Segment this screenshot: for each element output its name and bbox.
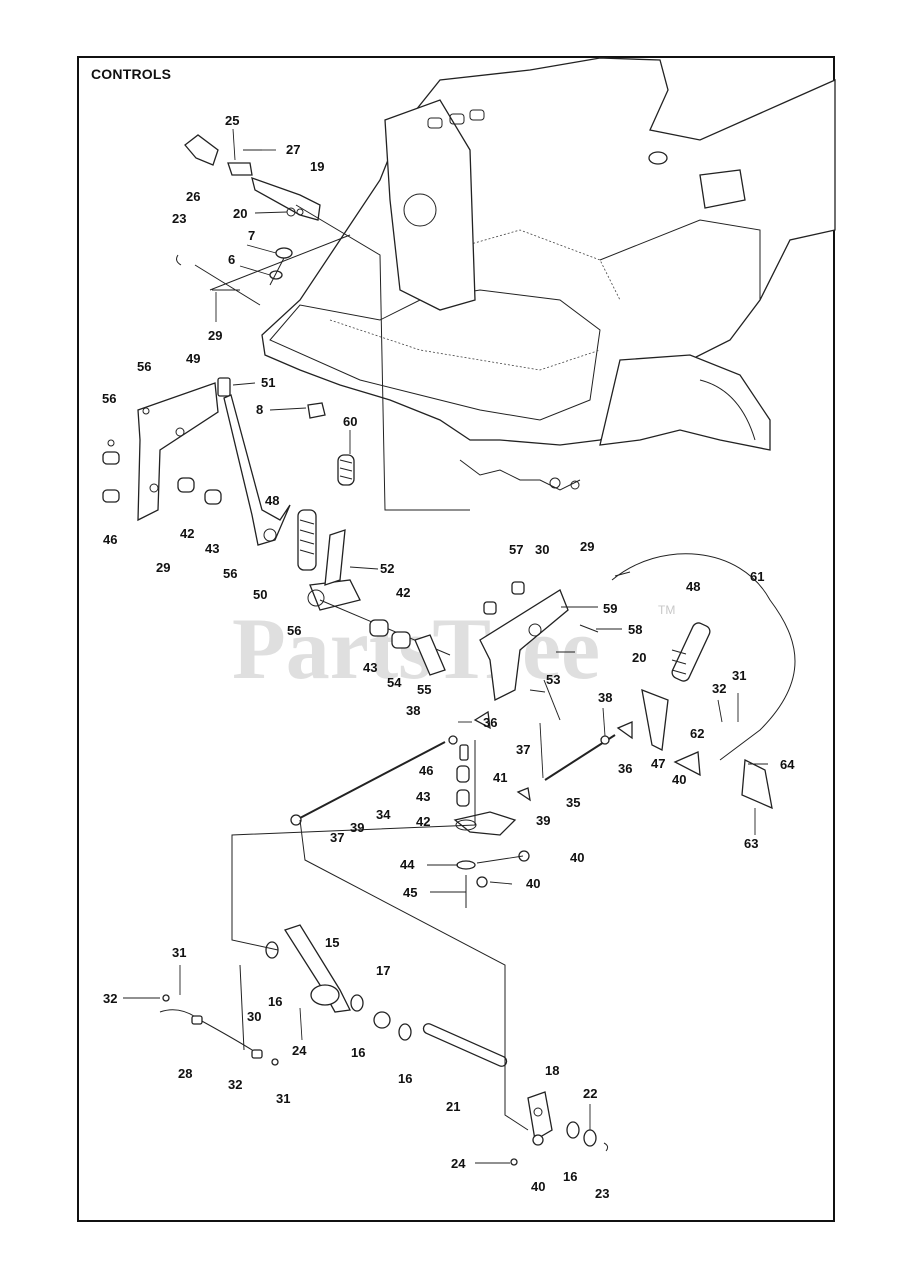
callout-39: 39 bbox=[536, 813, 550, 828]
callout-50: 50 bbox=[253, 587, 267, 602]
rods-and-bracket bbox=[290, 710, 633, 908]
callout-20: 20 bbox=[233, 206, 247, 221]
callout-49: 49 bbox=[186, 351, 200, 366]
callout-40: 40 bbox=[570, 850, 584, 865]
callout-59: 59 bbox=[603, 601, 617, 616]
callout-56: 56 bbox=[137, 359, 151, 374]
callout-35: 35 bbox=[566, 795, 580, 810]
callout-40: 40 bbox=[526, 876, 540, 891]
callout-42: 42 bbox=[180, 526, 194, 541]
callout-58: 58 bbox=[628, 622, 642, 637]
callout-36: 36 bbox=[483, 715, 497, 730]
guide-lines bbox=[231, 204, 529, 1131]
callout-25: 25 bbox=[225, 113, 239, 128]
cable-61 bbox=[611, 553, 796, 810]
callout-32: 32 bbox=[103, 991, 117, 1006]
callout-28: 28 bbox=[178, 1066, 192, 1081]
callout-24: 24 bbox=[451, 1156, 466, 1171]
callout-29: 29 bbox=[208, 328, 222, 343]
callout-21: 21 bbox=[446, 1099, 460, 1114]
mounting-plate-49 bbox=[102, 382, 222, 522]
callout-19: 19 bbox=[310, 159, 324, 174]
callout-23: 23 bbox=[595, 1186, 609, 1201]
callout-42: 42 bbox=[396, 585, 410, 600]
callout-56: 56 bbox=[287, 623, 301, 638]
callout-32: 32 bbox=[228, 1077, 242, 1092]
callout-43: 43 bbox=[416, 789, 430, 804]
diagram-title: CONTROLS bbox=[91, 66, 172, 82]
callout-23: 23 bbox=[172, 211, 186, 226]
tractor-chassis bbox=[261, 57, 836, 491]
callout-45: 45 bbox=[403, 885, 417, 900]
callout-54: 54 bbox=[387, 675, 402, 690]
callout-38: 38 bbox=[406, 703, 420, 718]
callout-52: 52 bbox=[380, 561, 394, 576]
callout-29: 29 bbox=[156, 560, 170, 575]
callout-17: 17 bbox=[376, 963, 390, 978]
callout-38: 38 bbox=[598, 690, 612, 705]
callout-labels: 25 27 26 19 20 23 7 6 29 8 51 49 56 56 6… bbox=[102, 113, 795, 1201]
callout-31: 31 bbox=[276, 1091, 290, 1106]
shaft-assembly bbox=[319, 581, 599, 721]
lever-assembly bbox=[217, 377, 361, 611]
callout-16: 16 bbox=[351, 1045, 365, 1060]
callout-8: 8 bbox=[256, 402, 263, 417]
callout-24: 24 bbox=[292, 1043, 307, 1058]
callout-30: 30 bbox=[247, 1009, 261, 1024]
callout-61: 61 bbox=[750, 569, 764, 584]
callout-63: 63 bbox=[744, 836, 758, 851]
callout-56: 56 bbox=[223, 566, 237, 581]
callout-30: 30 bbox=[535, 542, 549, 557]
callout-leaders bbox=[123, 128, 768, 1164]
callout-18: 18 bbox=[545, 1063, 559, 1078]
callout-60: 60 bbox=[343, 414, 357, 429]
watermark-trademark: TM bbox=[658, 603, 675, 617]
callout-7: 7 bbox=[248, 228, 255, 243]
lower-pedal-assembly bbox=[159, 924, 609, 1166]
callout-32: 32 bbox=[712, 681, 726, 696]
callout-46: 46 bbox=[419, 763, 433, 778]
callout-39: 39 bbox=[350, 820, 364, 835]
callout-16: 16 bbox=[268, 994, 282, 1009]
callout-62: 62 bbox=[690, 726, 704, 741]
callout-31: 31 bbox=[172, 945, 186, 960]
callout-6: 6 bbox=[228, 252, 235, 267]
callout-40: 40 bbox=[672, 772, 686, 787]
callout-48: 48 bbox=[686, 579, 700, 594]
callout-16: 16 bbox=[563, 1169, 577, 1184]
callout-43: 43 bbox=[363, 660, 377, 675]
callout-37: 37 bbox=[516, 742, 530, 757]
callout-22: 22 bbox=[583, 1086, 597, 1101]
callout-51: 51 bbox=[261, 375, 275, 390]
callout-42: 42 bbox=[416, 814, 430, 829]
callout-55: 55 bbox=[417, 682, 431, 697]
callout-41: 41 bbox=[493, 770, 507, 785]
callout-64: 64 bbox=[780, 757, 795, 772]
callout-40: 40 bbox=[531, 1179, 545, 1194]
callout-37: 37 bbox=[330, 830, 344, 845]
callout-53: 53 bbox=[546, 672, 560, 687]
callout-57: 57 bbox=[509, 542, 523, 557]
callout-48: 48 bbox=[265, 493, 279, 508]
callout-46: 46 bbox=[103, 532, 117, 547]
callout-47: 47 bbox=[651, 756, 665, 771]
callout-16: 16 bbox=[398, 1071, 412, 1086]
callout-56: 56 bbox=[102, 391, 116, 406]
callout-43: 43 bbox=[205, 541, 219, 556]
callout-15: 15 bbox=[325, 935, 339, 950]
callout-27: 27 bbox=[286, 142, 300, 157]
callout-29: 29 bbox=[580, 539, 594, 554]
callout-20: 20 bbox=[632, 650, 646, 665]
callout-36: 36 bbox=[618, 761, 632, 776]
callout-26: 26 bbox=[186, 189, 200, 204]
pedal-pad-26 bbox=[184, 134, 219, 166]
callout-44: 44 bbox=[400, 857, 415, 872]
callout-31: 31 bbox=[732, 668, 746, 683]
callout-34: 34 bbox=[376, 807, 391, 822]
